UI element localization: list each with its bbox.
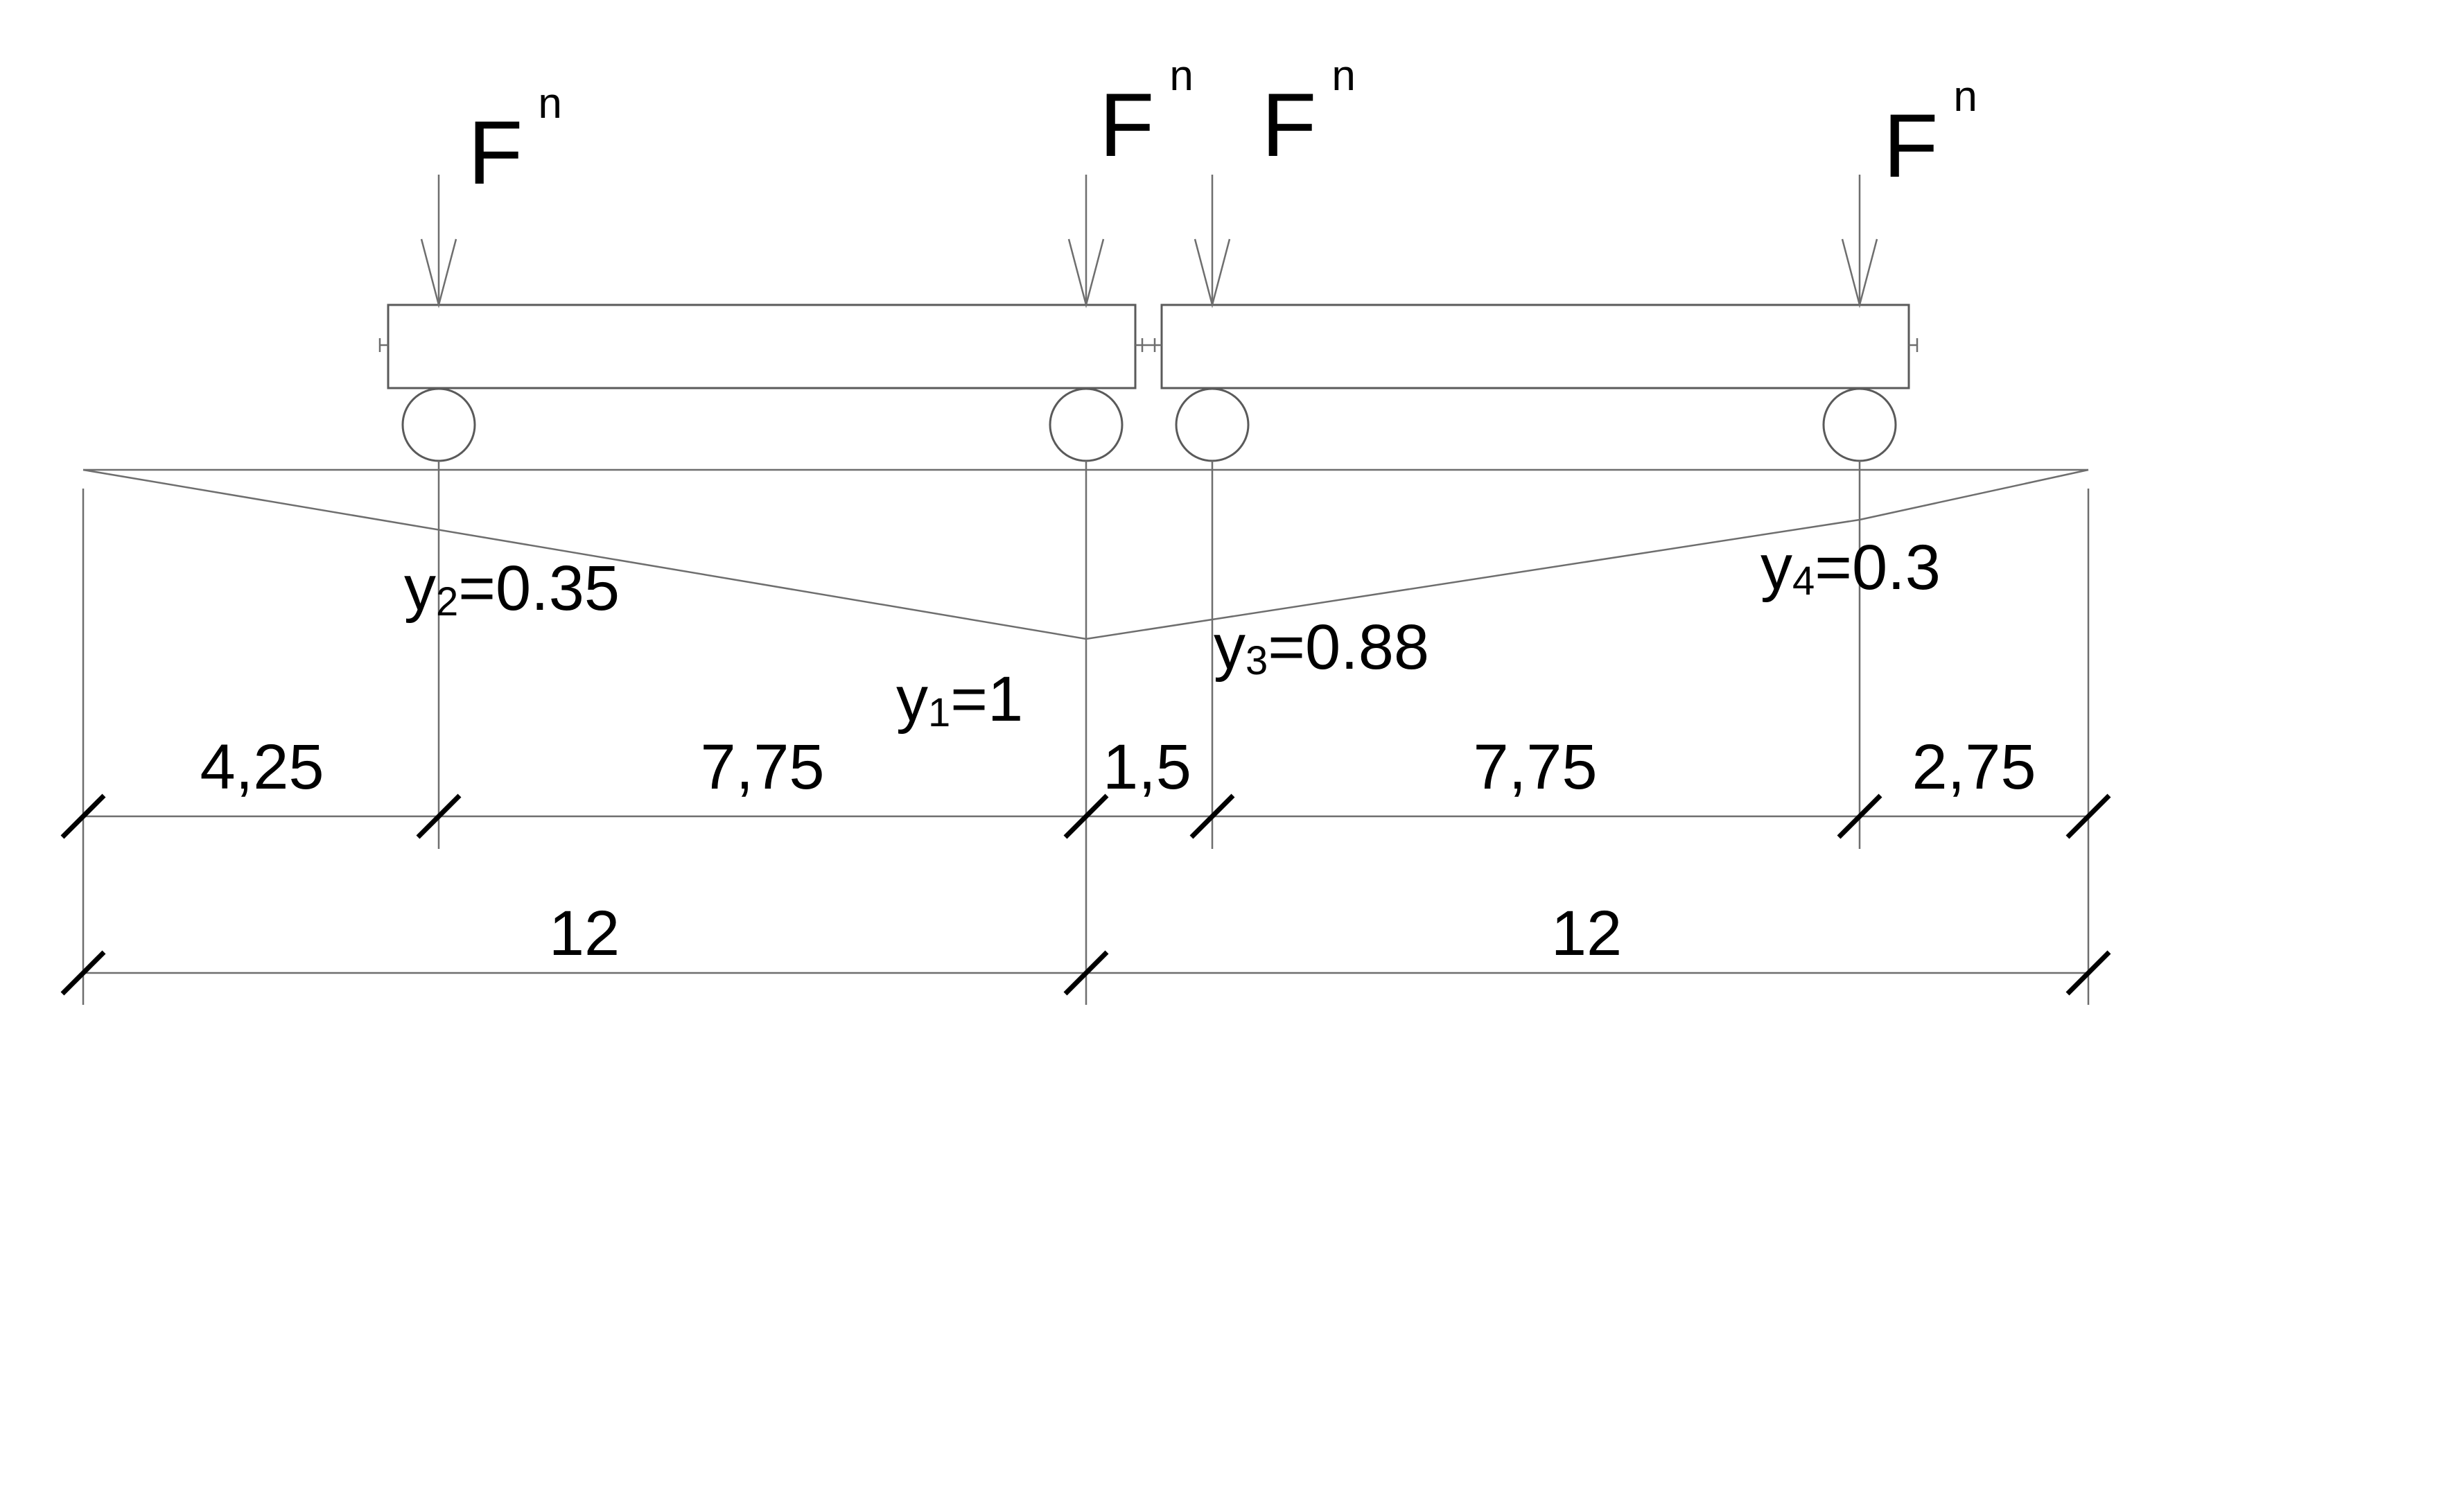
dimension-ticks-top <box>60 793 2111 839</box>
ordinate-label-y2: y2=0.35 <box>404 553 620 624</box>
wagon-left <box>387 304 1137 389</box>
coupler-middle <box>1135 338 1162 352</box>
dimension-label-1: 4,25 <box>200 732 324 802</box>
load-arrow-4 <box>1841 175 1878 308</box>
dimension-label-4: 7,75 <box>1473 732 1597 802</box>
coupler-left-end <box>378 338 388 352</box>
dimension-label-span-1: 12 <box>549 898 620 969</box>
dimension-label-2: 7,75 <box>700 732 824 802</box>
extension-lines <box>82 461 2090 1005</box>
ordinate-label-y4: y4=0.3 <box>1760 532 1941 604</box>
wheel-2 <box>1049 387 1124 462</box>
wagon-right <box>1160 304 1910 389</box>
ordinate-label-y3: y3=0.88 <box>1214 612 1429 683</box>
wheel-1 <box>401 387 476 462</box>
dimension-label-span-2: 12 <box>1551 898 1622 969</box>
ordinate-label-y1: y1=1 <box>896 664 1023 735</box>
load-arrow-1 <box>420 175 457 308</box>
dimension-ticks-bottom <box>60 950 2111 996</box>
influence-line <box>82 468 2089 640</box>
dimension-label-3: 1,5 <box>1103 732 1191 802</box>
load-arrow-3 <box>1194 175 1231 308</box>
coupler-right-end <box>1909 338 1919 352</box>
load-arrow-2 <box>1067 175 1105 308</box>
dimension-label-5: 2,75 <box>1912 732 2036 802</box>
wheel-4 <box>1822 387 1897 462</box>
wheel-3 <box>1175 387 1250 462</box>
